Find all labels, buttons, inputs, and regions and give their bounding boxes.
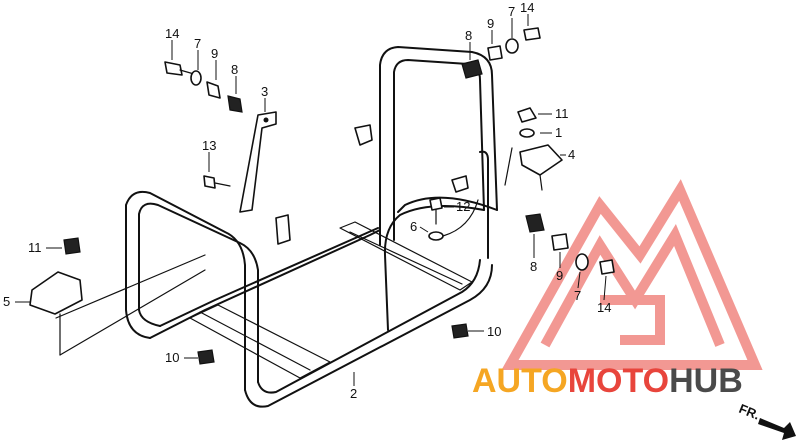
front-direction-marker: FR. [737,401,796,440]
frame-pipe [125,46,498,408]
hardware-top-left [164,61,243,113]
mount-assembly-right [504,107,563,191]
callout-3: 3 [261,84,268,99]
callout-8-top-left: 8 [231,62,238,77]
callout-7-right: 7 [574,288,581,303]
callout-11-right: 11 [555,106,569,121]
callout-4: 4 [568,147,575,162]
callout-2: 2 [350,386,357,401]
terminal-part-6 [428,199,479,241]
svg-text:AUTOMOTOHUB: AUTOMOTOHUB [472,362,743,400]
leader-lines [15,14,607,386]
callout-9-right: 9 [556,268,563,283]
watermark-brand: AUTOMOTOHUB [472,362,743,400]
callout-5: 5 [3,294,10,309]
callout-7-top-right: 7 [508,4,515,19]
front-arrow-icon [758,418,796,440]
callout-labels: 14 7 9 8 3 13 11 5 10 8 9 7 14 11 1 4 12… [3,0,611,401]
callout-14-top-right: 14 [520,0,534,15]
mount-part-5 [29,254,206,356]
callout-13: 13 [202,138,216,153]
nut-part-10-right [451,323,469,339]
hardware-right-middle [525,213,615,275]
callout-6: 6 [410,219,417,234]
callout-9-top-right: 9 [487,16,494,31]
callout-7-top-left: 7 [194,36,201,51]
brand-hub: HUB [669,362,743,400]
brand-auto: AUTO [472,362,568,400]
fr-label: FR. [737,401,762,423]
callout-14-top-left: 14 [165,26,179,41]
callout-8-top-right: 8 [465,28,472,43]
callout-11-left: 11 [28,240,42,255]
callout-10-bottom-left: 10 [165,350,179,365]
nut-part-11-left [63,237,81,255]
callout-12: 12 [456,199,470,214]
bracket-part-3 [239,111,277,213]
callout-10-right: 10 [487,324,501,339]
callout-1: 1 [555,125,562,140]
nut-part-10-left [197,349,215,365]
bolt-part-12 [429,197,443,225]
hardware-top-right [461,27,541,79]
callout-8-right: 8 [530,259,537,274]
bolt-part-13 [203,175,231,189]
callout-14-right: 14 [597,300,611,315]
brand-moto: MOTO [568,362,669,400]
watermark-logo [501,179,763,370]
callout-9-top-left: 9 [211,46,218,61]
